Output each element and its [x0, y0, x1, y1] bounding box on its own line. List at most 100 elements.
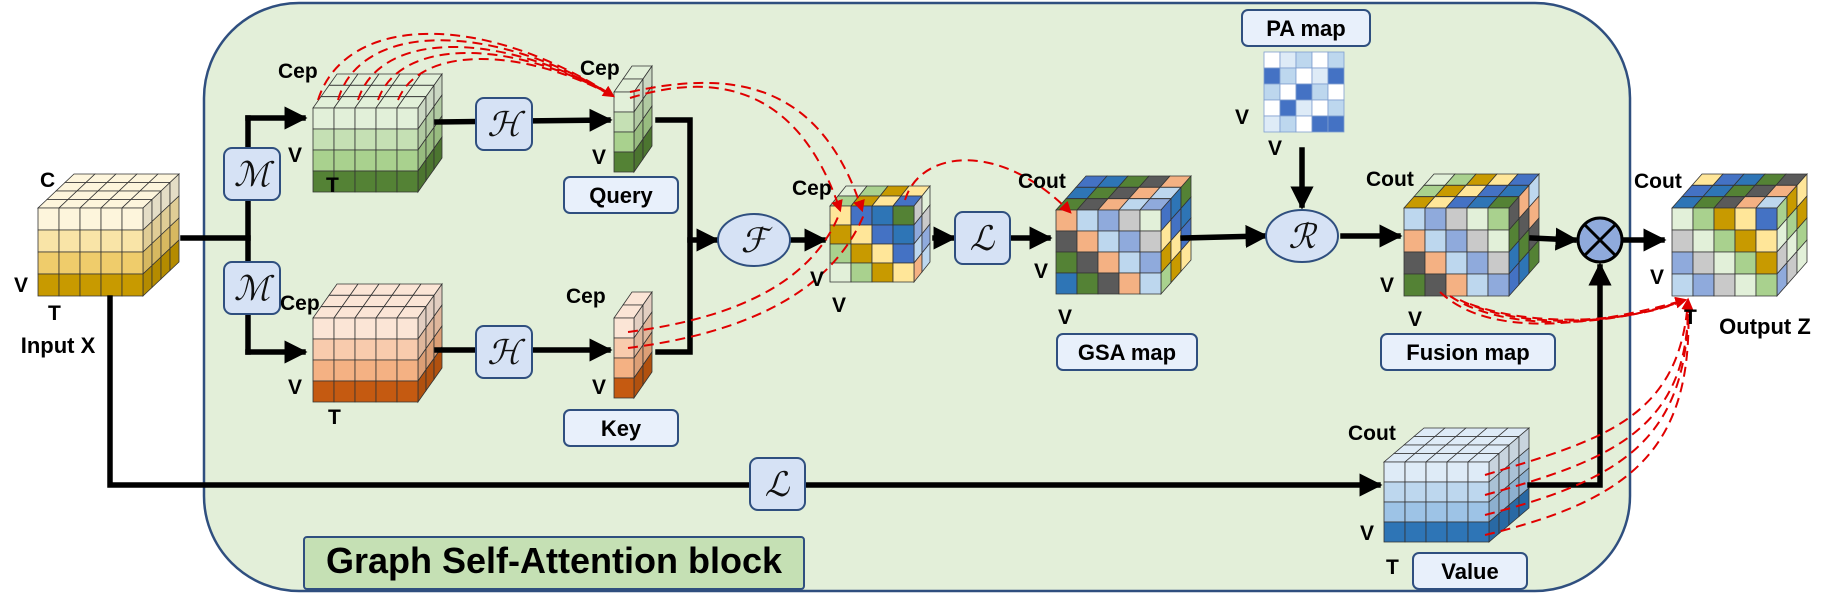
input-label: Input X — [21, 333, 96, 358]
cube-side-cell — [169, 239, 180, 272]
cube-front-cell — [396, 359, 419, 382]
dashed-link — [904, 159, 1072, 214]
cube-front-cell — [1118, 230, 1141, 253]
cube-front-cell — [333, 128, 356, 151]
value-label-box — [1412, 552, 1528, 590]
pa-map-cell — [1263, 99, 1281, 117]
cube-side-cell — [1180, 237, 1192, 273]
pa-map-cell — [1263, 67, 1281, 85]
dim-Cep-query-emb: Cep — [278, 60, 318, 83]
dashed-link — [629, 85, 843, 213]
cube-front-cell — [1466, 251, 1489, 275]
cube-front-cell — [1403, 251, 1426, 275]
dim-T-query-emb: T — [326, 174, 339, 197]
cube-side-cell — [921, 241, 931, 274]
cube-front-cell — [58, 229, 81, 253]
cube-front-cell — [1446, 481, 1469, 503]
cube-front-cell — [121, 273, 144, 297]
dim-T-input: T — [48, 302, 61, 325]
cube-front-cell — [871, 243, 894, 264]
dim-Cout-output: Cout — [1634, 170, 1682, 193]
cube-front-cell — [829, 262, 852, 283]
cube-front-cell — [354, 359, 377, 382]
dim-V-fusion-left: V — [1380, 274, 1394, 297]
cube-front-cell — [354, 338, 377, 361]
operator-H-symbol: ℋ — [487, 333, 526, 373]
cube-front-cell — [892, 224, 915, 245]
cube-side-cell — [642, 124, 653, 161]
dim-Cout-value: Cout — [1348, 422, 1396, 445]
cube-front-cell — [1383, 501, 1406, 523]
cube-front-cell — [1692, 229, 1715, 253]
cube-front-cell — [1076, 230, 1099, 253]
cube-front-cell — [1445, 207, 1468, 231]
dim-V-affinity-bottom: V — [832, 294, 846, 317]
cube-front-cell — [871, 224, 894, 245]
pa-map-cell — [1295, 83, 1313, 101]
pa-map-cell — [1279, 83, 1297, 101]
cube-front-cell — [354, 149, 377, 172]
value-label: Value — [1441, 559, 1498, 584]
dim-V-pa: V — [1235, 106, 1249, 129]
cube-front-cell — [333, 107, 356, 130]
dashed-link — [337, 39, 614, 101]
cube-front-cell — [312, 128, 335, 151]
dim-V-query: V — [592, 146, 606, 169]
cube-front-cell — [1487, 207, 1510, 231]
cube-front-cell — [1734, 207, 1757, 231]
cube-front-cell — [1118, 209, 1141, 232]
cube-front-cell — [333, 317, 356, 340]
cube-front-cell — [375, 170, 398, 193]
cube-front-cell — [1445, 273, 1468, 297]
dashed-link — [629, 81, 865, 213]
dashed-link — [377, 52, 614, 101]
query-embedding-cube — [312, 72, 443, 194]
cube-front-cell — [1139, 272, 1162, 295]
cube-front-cell — [312, 149, 335, 172]
value-to-multiply-arrow — [1527, 262, 1612, 488]
dim-V-value: V — [1360, 522, 1374, 545]
operator-M-top: ℳ — [223, 147, 281, 201]
dim-V-pa-bottom: V — [1268, 137, 1282, 160]
cube-front-cell — [396, 170, 419, 193]
cube-front-cell — [79, 273, 102, 297]
cube-front-cell — [1692, 207, 1715, 231]
cube-front-cell — [79, 229, 102, 253]
cube-front-cell — [1404, 521, 1427, 543]
dim-V-gsa-left: V — [1034, 260, 1048, 283]
cube-front-cell — [58, 207, 81, 231]
dashed-link — [357, 46, 614, 101]
multiply-icon — [1583, 223, 1617, 257]
cube-front-cell — [375, 149, 398, 172]
cube-front-cell — [312, 338, 335, 361]
cube-front-cell — [375, 359, 398, 382]
affinity-cube — [829, 184, 931, 284]
cube-front-cell — [1671, 207, 1694, 231]
cube-front-cell — [121, 207, 144, 231]
cube-side-cell — [642, 350, 653, 387]
operator-H-top: ℋ — [475, 97, 533, 151]
cube-front-cell — [1734, 229, 1757, 253]
cube-front-cell — [1487, 229, 1510, 253]
gsa-to-R-arrow — [1180, 224, 1269, 249]
cube-front-cell — [613, 317, 635, 339]
operator-L-symbol: ℒ — [970, 219, 996, 259]
pa-map-cell — [1279, 115, 1297, 133]
cube-front-cell — [1055, 209, 1078, 232]
cube-front-cell — [354, 170, 377, 193]
cube-front-cell — [1466, 207, 1489, 231]
cube-front-cell — [1755, 207, 1778, 231]
operator-R-symbol: ℛ — [1288, 217, 1318, 257]
dashed-link — [1484, 299, 1690, 536]
dim-V-key: V — [592, 376, 606, 399]
cube-front-cell — [1713, 251, 1736, 275]
gsa-map-cube — [1055, 174, 1192, 296]
cube-front-cell — [58, 251, 81, 275]
cube-front-cell — [1755, 229, 1778, 253]
pa-map-cell — [1311, 83, 1329, 101]
flow-connectors — [107, 106, 1667, 497]
cube-front-cell — [396, 149, 419, 172]
cube-front-cell — [613, 131, 635, 153]
cube-front-cell — [1424, 251, 1447, 275]
